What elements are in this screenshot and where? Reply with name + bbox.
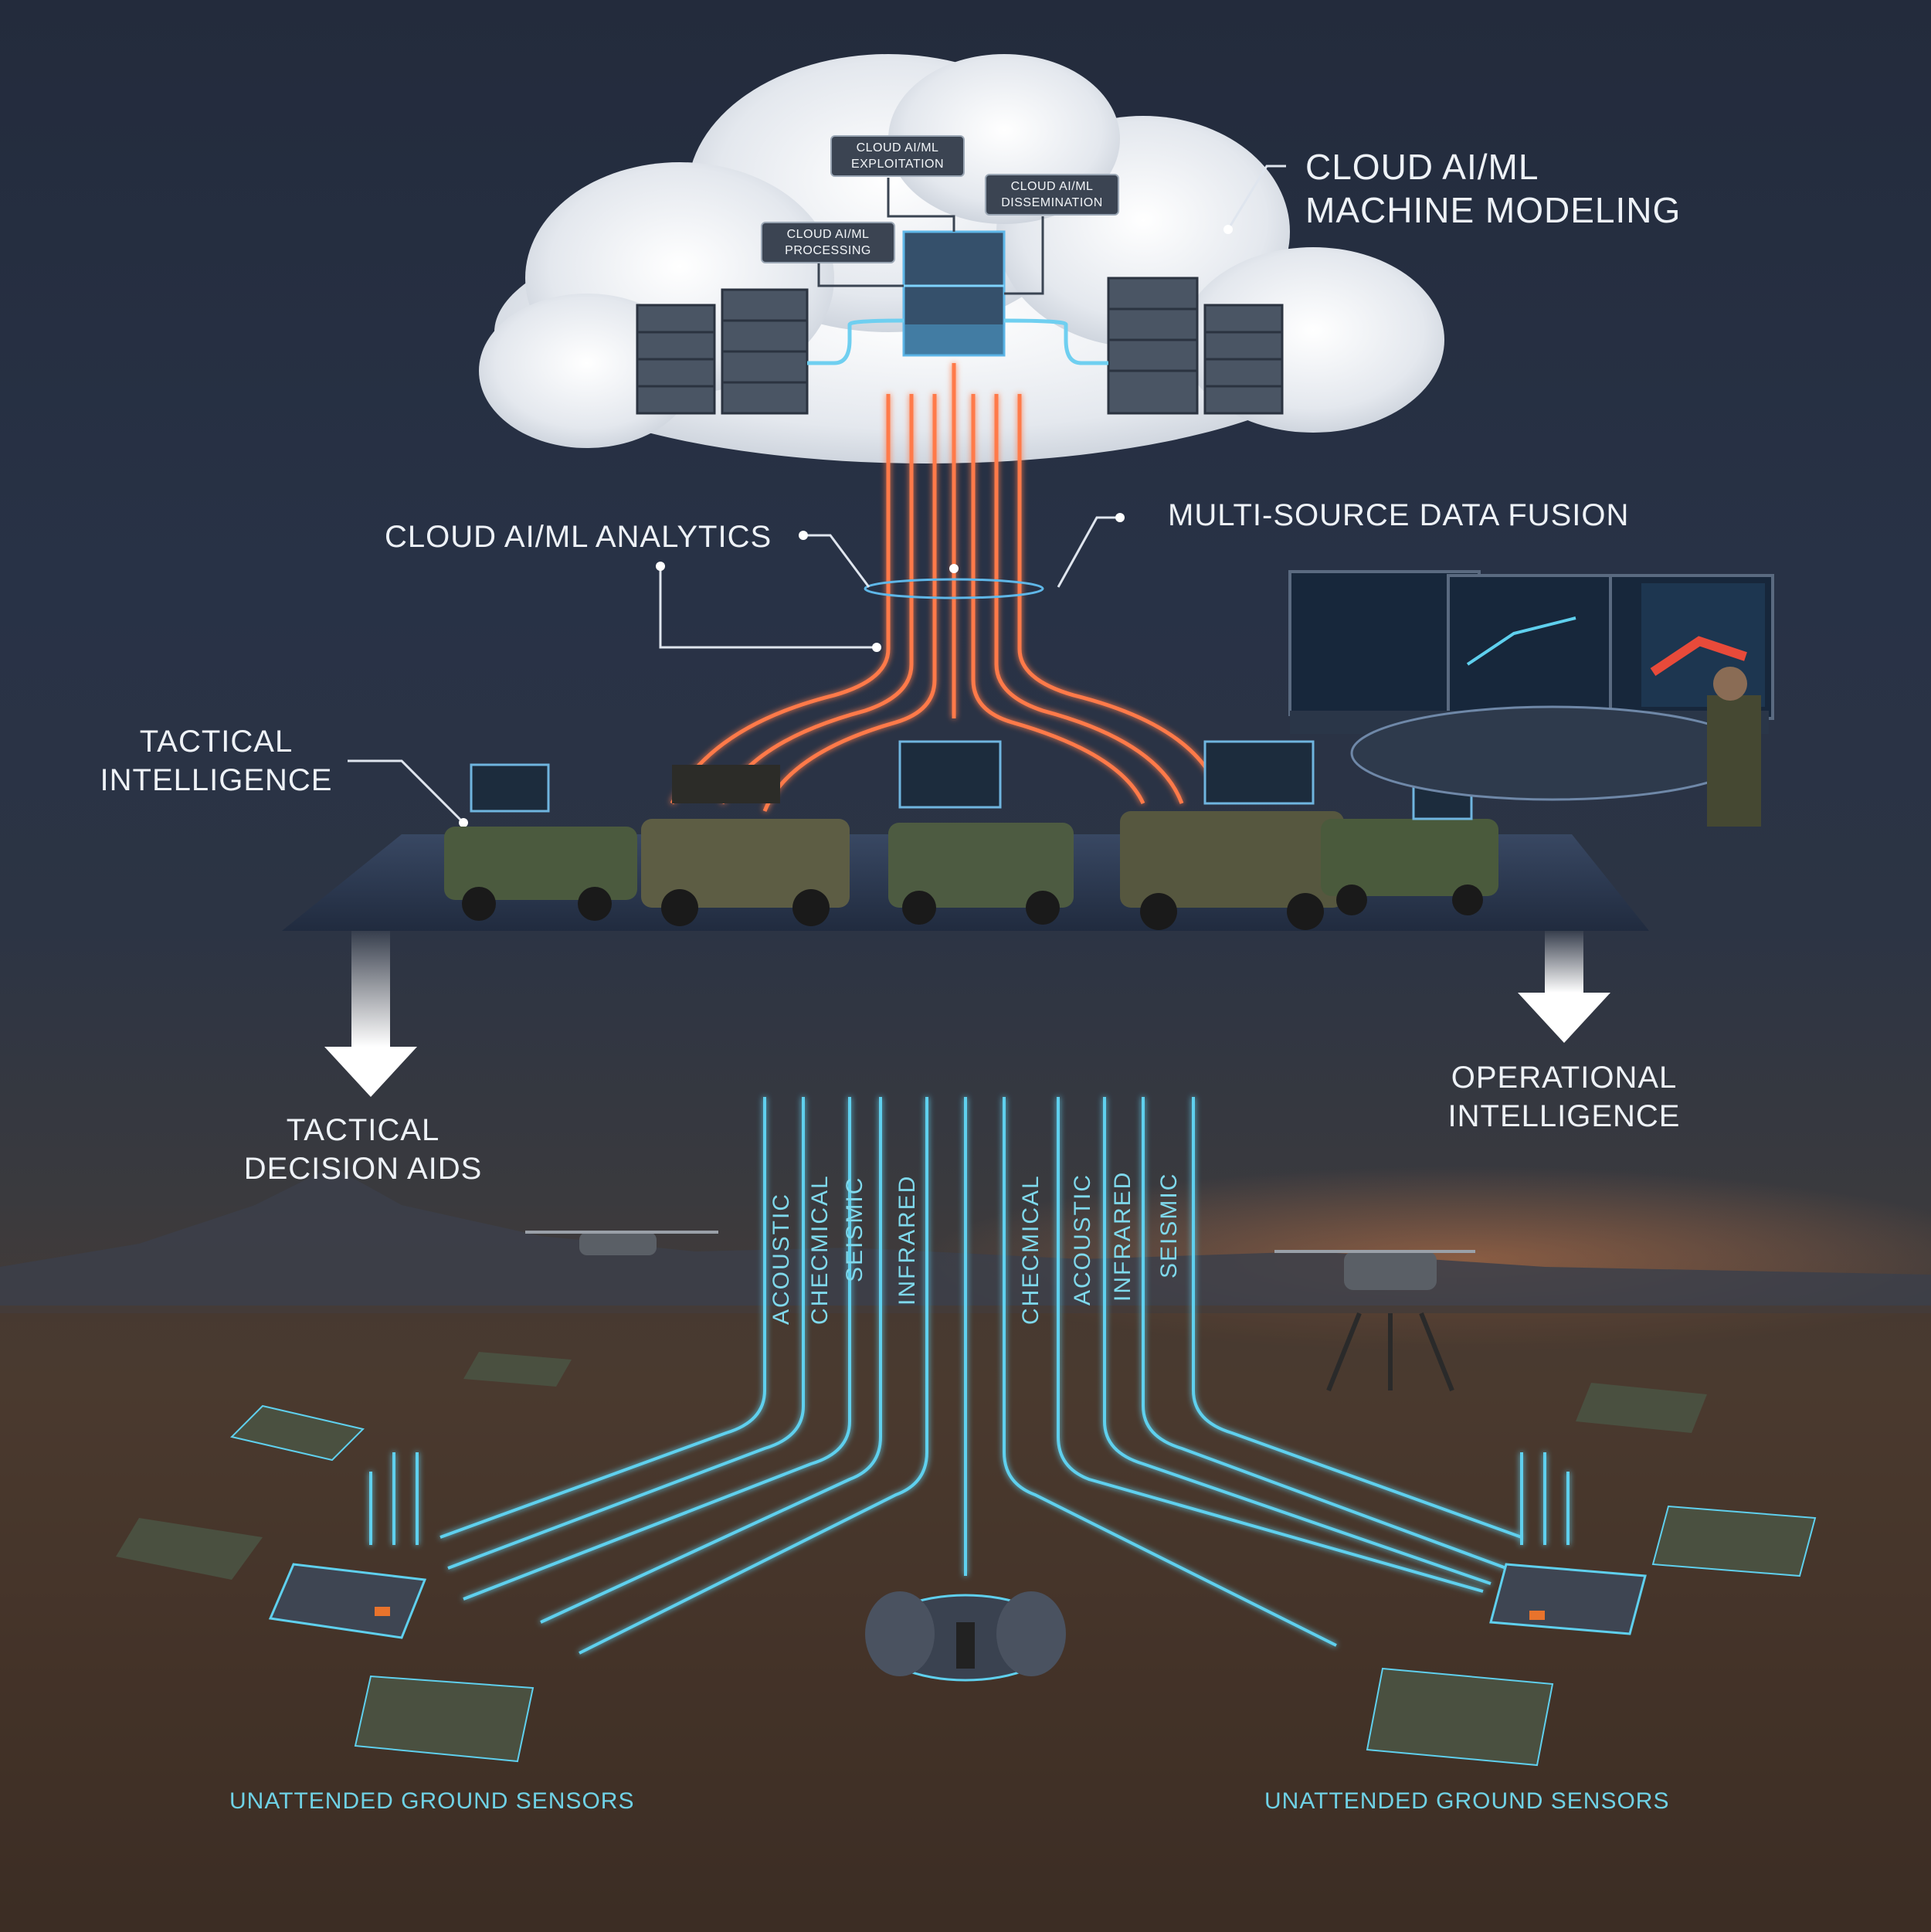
leader-analytics-node <box>660 566 877 647</box>
stream-label-chemical-right: CHECMICAL <box>1018 1174 1044 1325</box>
ugs-device-6 <box>1491 1564 1645 1634</box>
leader-analytics <box>803 535 869 587</box>
cloud-box-processing: CLOUD AI/ML PROCESSING <box>761 222 895 263</box>
label-line-1: OPERATIONAL <box>1425 1058 1703 1097</box>
box-line-2: PROCESSING <box>770 243 886 259</box>
operations-center <box>1290 572 1773 827</box>
cloud-title-line-2: MACHINE MODELING <box>1305 188 1681 232</box>
stream-label-seismic-left: SEISMIC <box>842 1177 868 1282</box>
server-stack-right-1 <box>1108 278 1197 413</box>
stream-label-infrared-right: INFRARED <box>1110 1171 1136 1302</box>
vehicle-2 <box>641 765 850 926</box>
ugs-label-right: UNATTENDED GROUND SENSORS <box>1264 1788 1669 1815</box>
label-line-2: INTELLIGENCE <box>1425 1097 1703 1136</box>
cloud-box-dissemination: CLOUD AI/ML DISSEMINATION <box>985 174 1119 216</box>
ugs-device-8 <box>1653 1506 1815 1576</box>
operational-intelligence-label: OPERATIONAL INTELLIGENCE <box>1425 1058 1703 1136</box>
cloud-title: CLOUD AI/ML MACHINE MODELING <box>1305 145 1681 232</box>
box-line-2: DISSEMINATION <box>994 195 1110 211</box>
ugs-device-4 <box>355 1676 533 1761</box>
arrow-operational-intel <box>1518 931 1610 1043</box>
leader-fusion <box>1058 518 1120 587</box>
label-line-1: TACTICAL <box>77 722 355 761</box>
ugs-device-7 <box>1367 1669 1553 1765</box>
fusion-node <box>949 564 959 573</box>
box-line-1: CLOUD AI/ML <box>994 178 1110 195</box>
center-sensor-hub <box>865 1591 1066 1680</box>
label-line-2: DECISION AIDS <box>224 1149 502 1188</box>
stream-label-chemical-left: CHECMICAL <box>807 1174 833 1325</box>
fusion-label: MULTI-SOURCE DATA FUSION <box>1168 496 1629 535</box>
stream-label-infrared-left: INFRARED <box>894 1175 921 1306</box>
server-stack-left-1 <box>637 305 714 413</box>
box-line-1: CLOUD AI/ML <box>770 226 886 243</box>
leader-tactical-intel <box>348 761 463 823</box>
label-line-2: INTELLIGENCE <box>77 761 355 800</box>
box-line-1: CLOUD AI/ML <box>840 140 955 156</box>
vehicle-4 <box>1120 742 1344 930</box>
stream-label-seismic-right: SEISMIC <box>1156 1173 1183 1278</box>
label-line-1: TACTICAL <box>224 1111 502 1149</box>
cloud-title-line-1: CLOUD AI/ML <box>1305 145 1681 188</box>
box-line-2: EXPLOITATION <box>840 156 955 172</box>
cloud-box-exploitation: CLOUD AI/ML EXPLOITATION <box>830 135 965 177</box>
server-stack-right-2 <box>1205 305 1282 413</box>
analytics-label: CLOUD AI/ML ANALYTICS <box>385 518 772 556</box>
arrow-tactical-aids <box>324 931 417 1097</box>
central-processor-cube <box>904 232 1004 355</box>
tactical-intelligence-label: TACTICAL INTELLIGENCE <box>77 722 355 800</box>
stream-label-acoustic-right: ACOUSTIC <box>1070 1173 1096 1306</box>
tactical-decision-aids-label: TACTICAL DECISION AIDS <box>224 1111 502 1188</box>
ugs-label-left: UNATTENDED GROUND SENSORS <box>229 1788 634 1815</box>
vehicle-1 <box>444 765 637 921</box>
server-stack-left-2 <box>722 290 807 413</box>
stream-label-acoustic-left: ACOUSTIC <box>769 1193 795 1325</box>
vehicle-5 <box>1321 784 1498 915</box>
vehicle-3 <box>888 742 1074 925</box>
